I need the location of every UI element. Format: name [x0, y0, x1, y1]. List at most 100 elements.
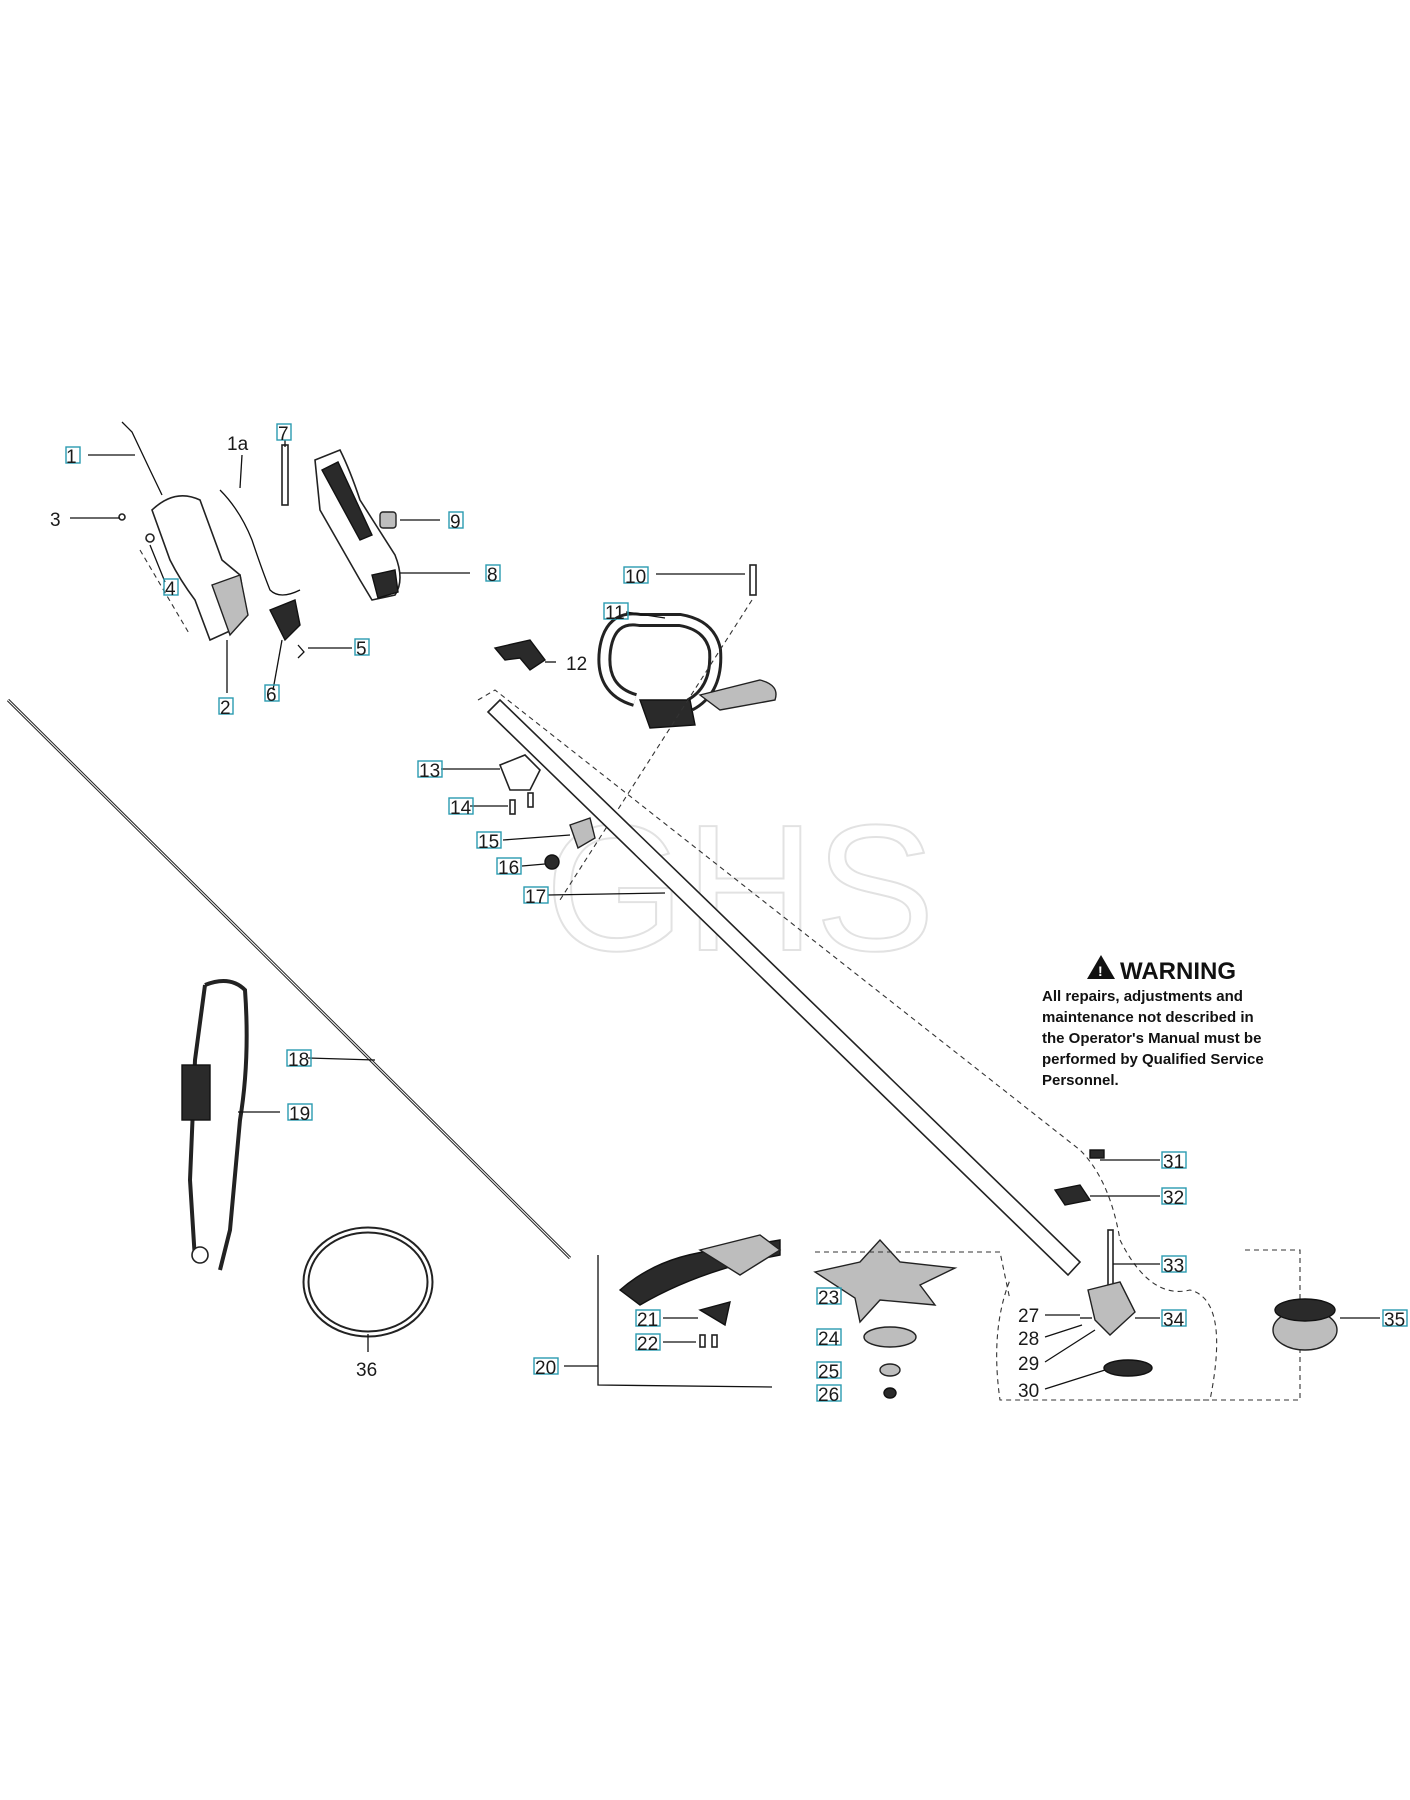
shaft-tube-assembly	[477, 689, 1218, 1401]
callout-28[interactable]: 28	[1018, 1329, 1039, 1350]
tool-33-part	[1107, 1229, 1114, 1291]
callout-2-box	[218, 697, 234, 715]
callout-4[interactable]: 4	[165, 579, 176, 600]
screw-4-part	[145, 533, 155, 543]
callout-23[interactable]: 23	[818, 1288, 839, 1309]
leader-30	[1044, 1369, 1106, 1390]
gearhead-34-part	[1087, 1281, 1136, 1336]
callout-10[interactable]: 10	[625, 567, 646, 588]
blade-dash-line	[815, 1251, 1011, 1301]
leader-29	[1044, 1329, 1096, 1363]
callout-10-box	[623, 566, 649, 584]
callout-15-box	[476, 831, 502, 849]
callout-33-box	[1161, 1255, 1187, 1273]
trigger-part	[269, 599, 301, 642]
callout-26[interactable]: 26	[818, 1385, 839, 1406]
harness-strap-right-part	[204, 979, 249, 1271]
callout-2[interactable]: 2	[220, 698, 231, 719]
harness-hook-part	[191, 1246, 209, 1264]
callout-34[interactable]: 34	[1163, 1310, 1185, 1331]
callout-20[interactable]: 20	[535, 1358, 556, 1379]
callout-7-box	[276, 423, 292, 441]
callout-31[interactable]: 31	[1163, 1152, 1184, 1173]
leader-17	[547, 892, 666, 896]
callout-5[interactable]: 5	[356, 639, 367, 660]
callout-35[interactable]: 35	[1384, 1310, 1405, 1331]
clip-32-part	[1053, 1184, 1092, 1206]
gearhead-assembly	[1053, 1149, 1301, 1401]
callout-36[interactable]: 36	[356, 1360, 377, 1381]
callout-7[interactable]: 7	[278, 424, 289, 445]
handle-grip-part	[321, 461, 373, 541]
screw-22a-part	[699, 1334, 706, 1348]
callout-17-box	[523, 886, 549, 904]
harness-assembly	[181, 979, 249, 1271]
assembly-dash-line	[139, 549, 191, 636]
clamp-part	[569, 817, 596, 850]
warning-line-1: All repairs, adjustments and	[1042, 988, 1243, 1005]
warning-line-2: maintenance not described in	[1042, 1009, 1254, 1026]
callout-3[interactable]: 3	[50, 510, 61, 531]
callout-32[interactable]: 32	[1163, 1188, 1184, 1209]
throttle-handle-assembly	[118, 421, 401, 659]
callout-24-box	[816, 1328, 842, 1346]
callout-13-box	[417, 760, 443, 778]
callout-9[interactable]: 9	[450, 512, 461, 533]
callout-17[interactable]: 17	[525, 887, 546, 908]
callout-8[interactable]: 8	[487, 565, 498, 586]
leader-15	[502, 834, 571, 841]
harness-buckle-part	[181, 1064, 211, 1121]
callout-22[interactable]: 22	[637, 1334, 658, 1355]
blade-knife-part	[698, 1301, 731, 1327]
pin-part	[281, 444, 289, 506]
callout-21-box	[635, 1309, 661, 1327]
warning-title: WARNING	[1120, 958, 1236, 985]
callout-27[interactable]: 27	[1018, 1306, 1039, 1327]
shaft-tube-part	[486, 698, 1082, 1277]
callout-1[interactable]: 1	[66, 447, 77, 468]
leader-1a	[239, 454, 243, 489]
callout-34-box	[1161, 1309, 1187, 1327]
callout-31-box	[1161, 1151, 1187, 1169]
callout-19[interactable]: 19	[289, 1104, 310, 1125]
callout-14-box	[448, 797, 474, 815]
handle-end-part	[371, 569, 399, 599]
blade-part	[813, 1238, 958, 1324]
callout-9-box	[448, 511, 464, 529]
callout-6[interactable]: 6	[266, 685, 277, 706]
callout-1a[interactable]: 1a	[227, 434, 249, 455]
callout-30[interactable]: 30	[1018, 1381, 1039, 1402]
callout-15[interactable]: 15	[478, 832, 499, 853]
callout-16[interactable]: 16	[498, 858, 519, 879]
screw-3-part	[118, 513, 126, 521]
leader-16	[521, 863, 546, 867]
callout-21[interactable]: 21	[637, 1310, 658, 1331]
callout-5-box	[354, 638, 370, 656]
callout-8-box	[485, 564, 501, 582]
callout-11[interactable]: 11	[605, 603, 625, 624]
callout-25[interactable]: 25	[818, 1362, 839, 1383]
callout-19-box	[287, 1103, 313, 1121]
screw-14b-part	[527, 792, 534, 808]
callout-29[interactable]: 29	[1018, 1354, 1039, 1375]
warning-line-3: the Operator's Manual must be	[1042, 1030, 1261, 1047]
callout-18[interactable]: 18	[288, 1050, 309, 1071]
callout-6-box	[264, 684, 280, 702]
throttle-cable-part	[121, 421, 163, 496]
callout-13[interactable]: 13	[419, 761, 440, 782]
callout-33[interactable]: 33	[1163, 1256, 1184, 1277]
callouts: 1 1a 2 3 4 5 6 7 8 9 10 11 12 13 14 15 1…	[50, 423, 1408, 1406]
callout-12[interactable]: 12	[566, 654, 587, 675]
callout-14[interactable]: 14	[450, 798, 472, 819]
warning-line-4: performed by Qualified Service	[1042, 1051, 1264, 1068]
guard-bracket-line	[597, 1255, 773, 1388]
callout-24[interactable]: 24	[818, 1329, 840, 1350]
clip-part	[493, 639, 547, 671]
leader-6	[272, 639, 283, 691]
loop-handle-assembly	[559, 564, 777, 901]
trimmer-head-cap-part	[1274, 1298, 1336, 1322]
callout-4-box	[163, 578, 179, 596]
bolt-part	[749, 564, 757, 596]
shaft-dash-outline	[477, 689, 1218, 1401]
